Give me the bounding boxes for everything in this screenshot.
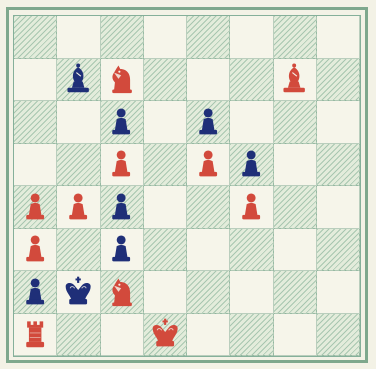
square-c6[interactable] xyxy=(101,101,144,144)
square-e1[interactable] xyxy=(187,314,230,357)
square-g7[interactable] xyxy=(274,59,317,102)
square-h8[interactable] xyxy=(317,16,360,59)
square-a1[interactable] xyxy=(14,314,57,357)
red-pawn-f4[interactable] xyxy=(230,186,272,228)
square-g5[interactable] xyxy=(274,144,317,187)
red-knight-c2[interactable] xyxy=(101,271,143,313)
square-e6[interactable] xyxy=(187,101,230,144)
square-c7[interactable] xyxy=(101,59,144,102)
blue-king-b2[interactable] xyxy=(57,271,99,313)
red-rook-a1[interactable] xyxy=(14,314,56,356)
square-b2[interactable] xyxy=(57,271,100,314)
square-a6[interactable] xyxy=(14,101,57,144)
square-e4[interactable] xyxy=(187,186,230,229)
blue-pawn-f5[interactable] xyxy=(230,144,272,186)
square-f2[interactable] xyxy=(230,271,273,314)
square-g3[interactable] xyxy=(274,229,317,272)
square-e7[interactable] xyxy=(187,59,230,102)
blue-bishop-b7[interactable] xyxy=(57,59,99,101)
square-f3[interactable] xyxy=(230,229,273,272)
square-d3[interactable] xyxy=(144,229,187,272)
square-b4[interactable] xyxy=(57,186,100,229)
square-d5[interactable] xyxy=(144,144,187,187)
square-f4[interactable] xyxy=(230,186,273,229)
square-g1[interactable] xyxy=(274,314,317,357)
red-knight-c7[interactable] xyxy=(101,59,143,101)
blue-pawn-c6[interactable] xyxy=(101,101,143,143)
square-d7[interactable] xyxy=(144,59,187,102)
blue-pawn-c4[interactable] xyxy=(101,186,143,228)
square-c1[interactable] xyxy=(101,314,144,357)
square-a2[interactable] xyxy=(14,271,57,314)
square-a8[interactable] xyxy=(14,16,57,59)
square-h6[interactable] xyxy=(317,101,360,144)
square-d1[interactable] xyxy=(144,314,187,357)
red-pawn-a3[interactable] xyxy=(14,229,56,271)
square-b6[interactable] xyxy=(57,101,100,144)
square-a3[interactable] xyxy=(14,229,57,272)
red-pawn-e5[interactable] xyxy=(187,144,229,186)
square-f8[interactable] xyxy=(230,16,273,59)
square-e2[interactable] xyxy=(187,271,230,314)
square-c3[interactable] xyxy=(101,229,144,272)
red-pawn-c5[interactable] xyxy=(101,144,143,186)
blue-pawn-a2[interactable] xyxy=(14,271,56,313)
square-c5[interactable] xyxy=(101,144,144,187)
square-h1[interactable] xyxy=(317,314,360,357)
square-f6[interactable] xyxy=(230,101,273,144)
square-h4[interactable] xyxy=(317,186,360,229)
square-c4[interactable] xyxy=(101,186,144,229)
square-h3[interactable] xyxy=(317,229,360,272)
square-d6[interactable] xyxy=(144,101,187,144)
square-e8[interactable] xyxy=(187,16,230,59)
square-b1[interactable] xyxy=(57,314,100,357)
square-d4[interactable] xyxy=(144,186,187,229)
square-b8[interactable] xyxy=(57,16,100,59)
square-f5[interactable] xyxy=(230,144,273,187)
red-pawn-a4[interactable] xyxy=(14,186,56,228)
square-f1[interactable] xyxy=(230,314,273,357)
red-king-d1[interactable] xyxy=(144,314,186,356)
square-b3[interactable] xyxy=(57,229,100,272)
square-c2[interactable] xyxy=(101,271,144,314)
square-h7[interactable] xyxy=(317,59,360,102)
square-c8[interactable] xyxy=(101,16,144,59)
square-g2[interactable] xyxy=(274,271,317,314)
square-d8[interactable] xyxy=(144,16,187,59)
red-pawn-b4[interactable] xyxy=(57,186,99,228)
square-a4[interactable] xyxy=(14,186,57,229)
square-d2[interactable] xyxy=(144,271,187,314)
square-g8[interactable] xyxy=(274,16,317,59)
square-g4[interactable] xyxy=(274,186,317,229)
square-b5[interactable] xyxy=(57,144,100,187)
red-bishop-g7[interactable] xyxy=(274,59,316,101)
square-e5[interactable] xyxy=(187,144,230,187)
square-g6[interactable] xyxy=(274,101,317,144)
square-b7[interactable] xyxy=(57,59,100,102)
square-f7[interactable] xyxy=(230,59,273,102)
chess-board xyxy=(13,15,361,357)
square-a5[interactable] xyxy=(14,144,57,187)
blue-pawn-c3[interactable] xyxy=(101,229,143,271)
square-e3[interactable] xyxy=(187,229,230,272)
blue-pawn-e6[interactable] xyxy=(187,101,229,143)
square-h5[interactable] xyxy=(317,144,360,187)
square-h2[interactable] xyxy=(317,271,360,314)
square-a7[interactable] xyxy=(14,59,57,102)
